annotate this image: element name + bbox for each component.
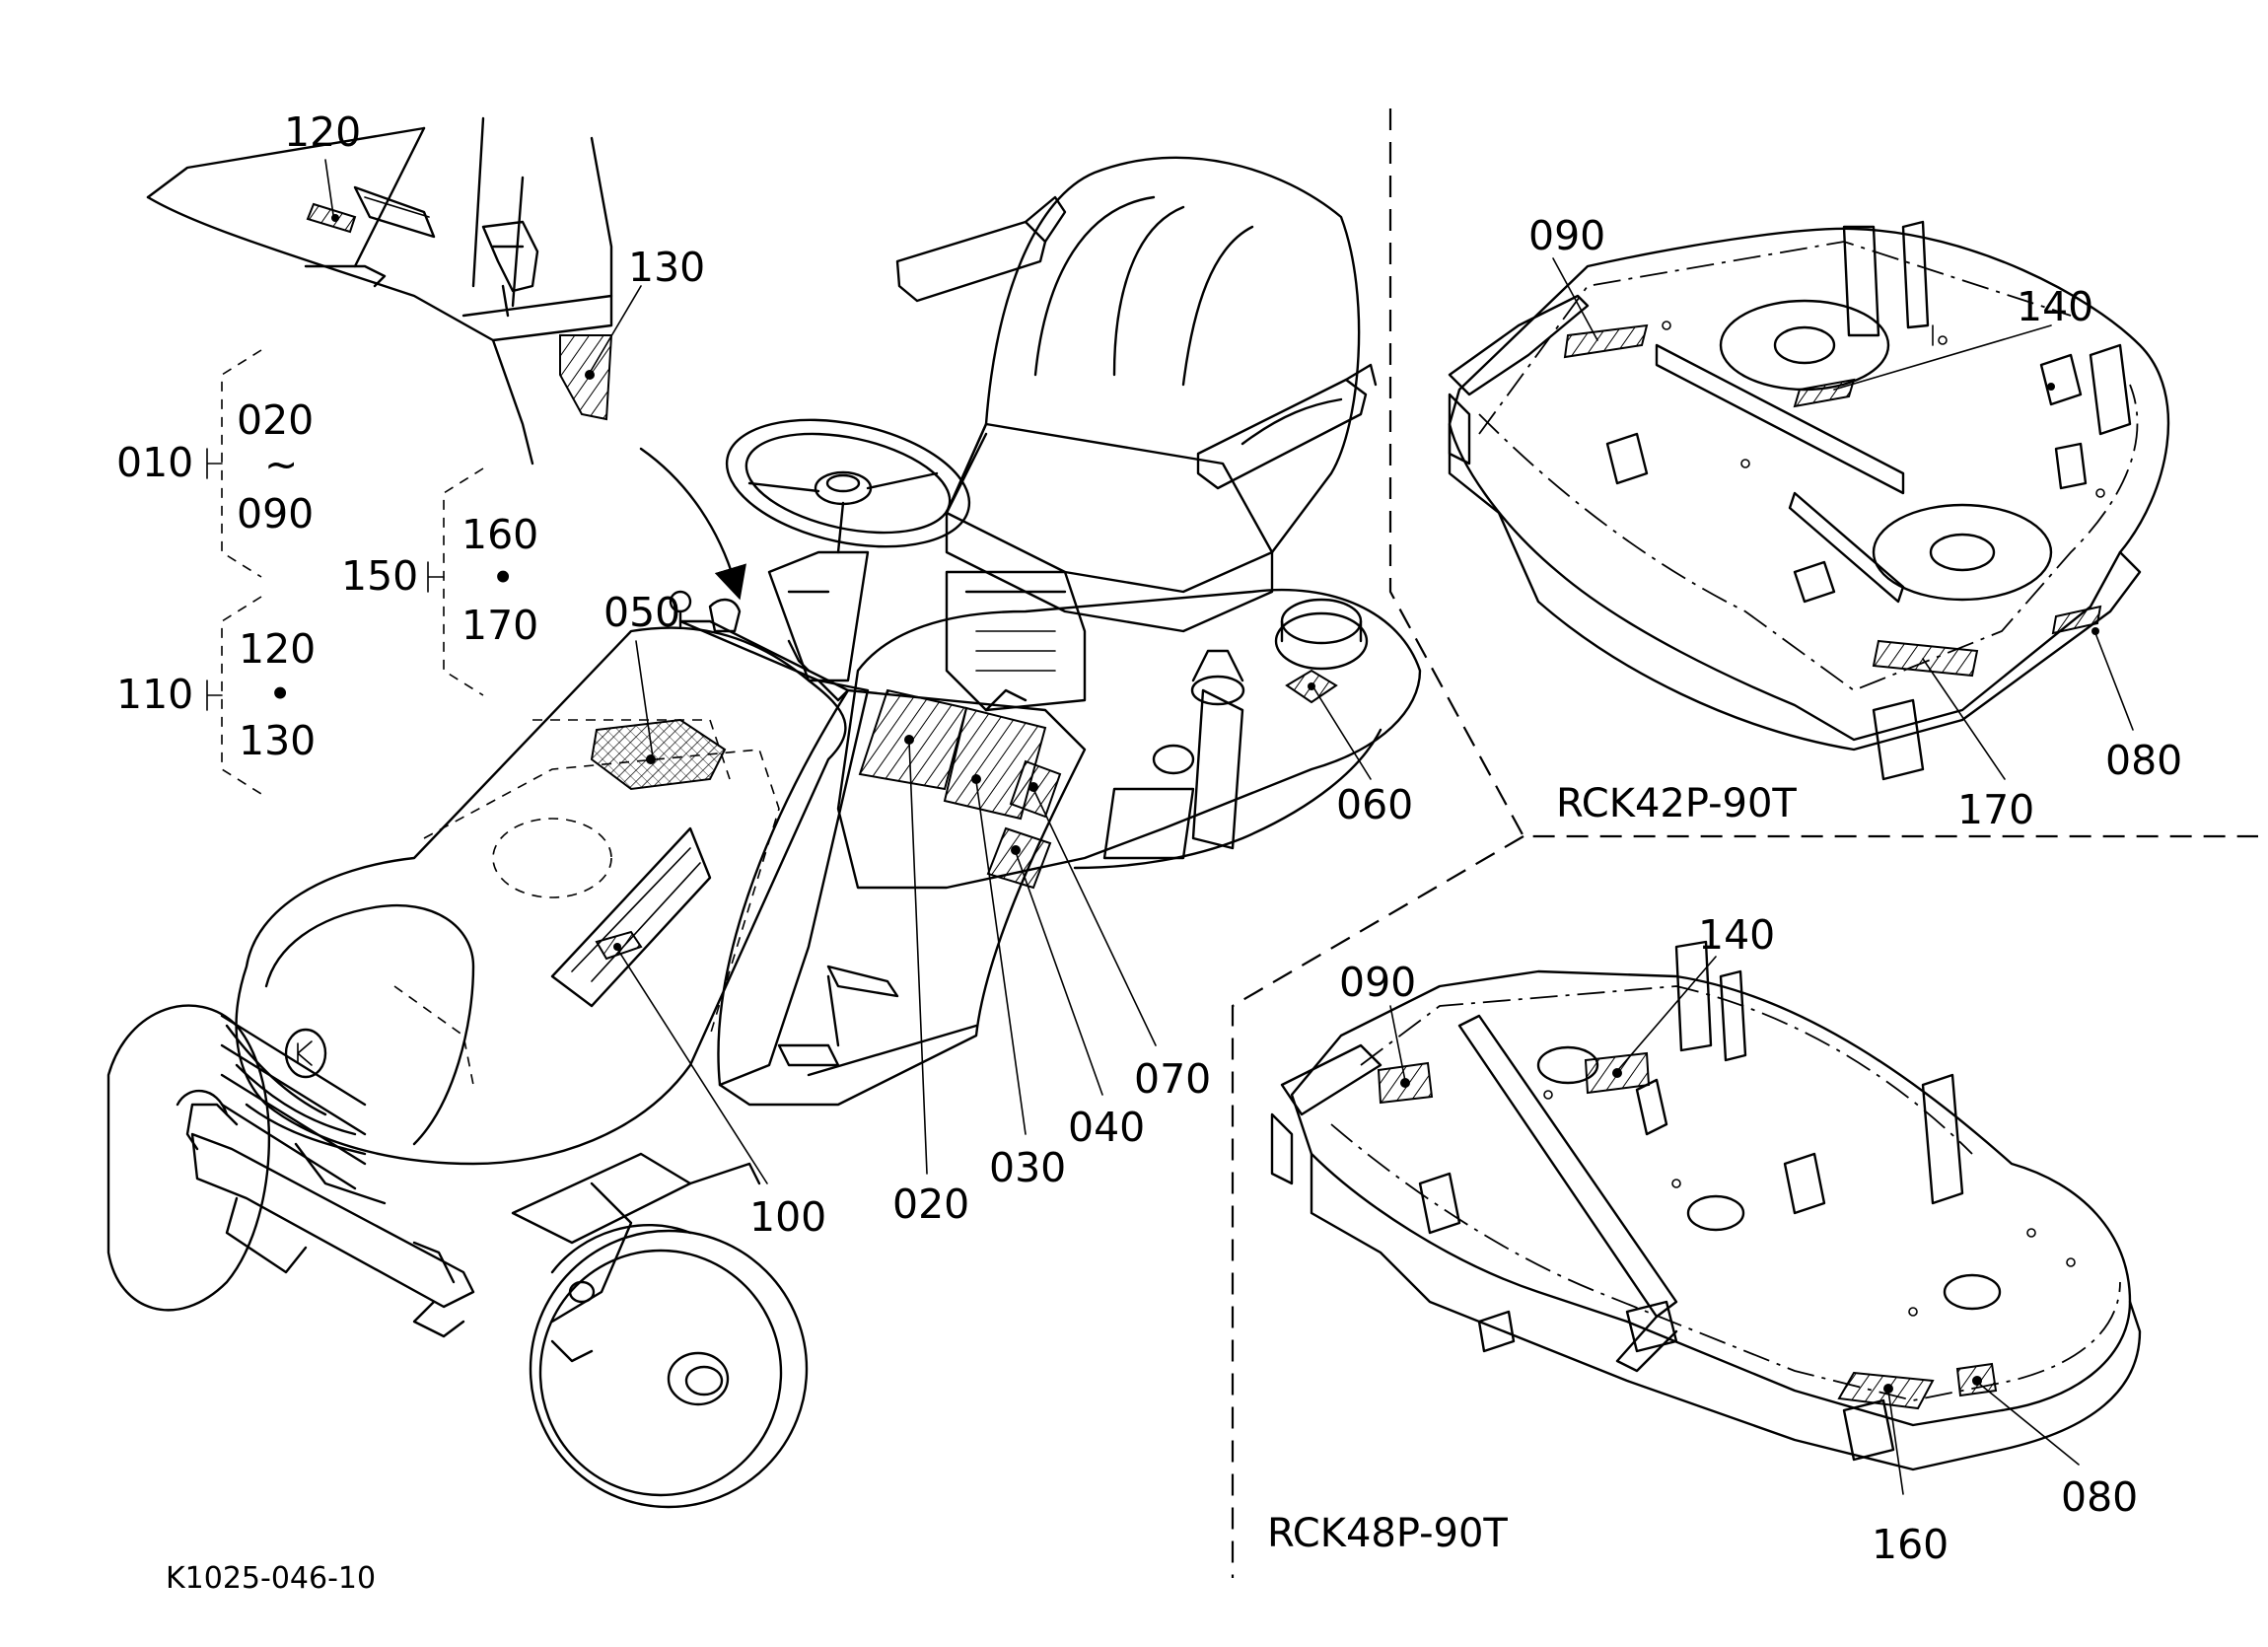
m48-callout-160: 160 bbox=[1872, 1521, 1949, 1568]
front-bumper bbox=[185, 1103, 475, 1338]
decal-42-170 bbox=[1872, 639, 1979, 678]
front-wheel bbox=[529, 1224, 809, 1509]
m42-callout-090: 090 bbox=[1528, 212, 1605, 259]
front-axle bbox=[511, 1152, 761, 1363]
callout-130: 130 bbox=[628, 244, 705, 291]
group-010-label: 010 bbox=[116, 439, 193, 486]
callout-070: 070 bbox=[1134, 1055, 1211, 1103]
group-brackets bbox=[206, 349, 484, 795]
rear-fender bbox=[836, 570, 1422, 890]
group-150-first: 160 bbox=[461, 511, 538, 558]
group-110-first: 120 bbox=[239, 625, 316, 673]
mower-rck48 bbox=[1270, 940, 2142, 1471]
figure-code: K1025-046-10 bbox=[166, 1561, 376, 1596]
callout-020: 020 bbox=[892, 1181, 969, 1228]
m48-callout-140: 140 bbox=[1698, 911, 1775, 959]
decal-050 bbox=[590, 718, 727, 791]
section-dividers bbox=[1231, 108, 2258, 1578]
m42-callout-170: 170 bbox=[1957, 786, 2034, 833]
callout-040: 040 bbox=[1068, 1104, 1145, 1151]
callout-030: 030 bbox=[989, 1144, 1066, 1191]
inset-dashboard bbox=[146, 116, 613, 465]
group-110-label: 110 bbox=[116, 671, 193, 718]
decal-42-080 bbox=[2051, 605, 2102, 635]
group-150-label: 150 bbox=[341, 552, 418, 600]
left-wheel bbox=[106, 1004, 271, 1312]
section-label-rck42: RCK42P-90T bbox=[1556, 781, 1797, 826]
decal-42-140 bbox=[1793, 378, 1856, 408]
section-label-rck48: RCK48P-90T bbox=[1267, 1511, 1508, 1556]
labels: 010 020 ~ 090 110 120 • 130 150 160 • 17… bbox=[116, 108, 2182, 1596]
group-150-last: 170 bbox=[461, 602, 538, 649]
group-110-sep: • bbox=[268, 671, 292, 718]
decal-42-090 bbox=[1563, 323, 1649, 359]
tractor-decals bbox=[590, 669, 1338, 961]
m42-callout-080: 080 bbox=[2105, 737, 2182, 784]
seat bbox=[895, 156, 1378, 633]
tractor-illustration bbox=[106, 156, 1422, 1509]
m48-callout-090: 090 bbox=[1339, 959, 1416, 1006]
m48-callout-080: 080 bbox=[2061, 1473, 2138, 1521]
callout-120: 120 bbox=[284, 108, 361, 156]
dashboard bbox=[669, 550, 870, 1087]
steering-wheel bbox=[725, 418, 971, 554]
leader-lines bbox=[324, 159, 2134, 1495]
decal-040 bbox=[986, 826, 1052, 890]
group-010-sep: ~ bbox=[264, 441, 298, 488]
group-010-first: 020 bbox=[237, 396, 314, 444]
hood bbox=[220, 626, 847, 1205]
group-010-last: 090 bbox=[237, 490, 314, 537]
m42-callout-140: 140 bbox=[2017, 283, 2093, 330]
callout-050: 050 bbox=[603, 589, 680, 636]
group-150-sep: • bbox=[491, 554, 515, 602]
callout-100: 100 bbox=[749, 1193, 826, 1241]
inset-arrow bbox=[639, 447, 746, 601]
floor-step bbox=[717, 688, 1087, 1107]
callout-060: 060 bbox=[1336, 781, 1413, 828]
group-110-last: 130 bbox=[239, 717, 316, 764]
mower-rck42 bbox=[1448, 220, 2170, 781]
